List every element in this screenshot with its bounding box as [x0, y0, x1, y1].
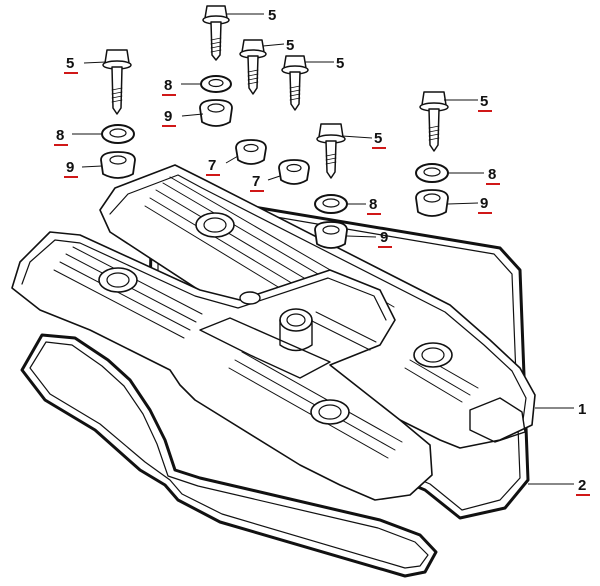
callout-5: 5 [268, 7, 276, 24]
callout-label: 1 [578, 401, 586, 418]
callout-label: 5 [268, 7, 276, 24]
callout-9: 9 [162, 108, 176, 127]
callout-label: 8 [369, 196, 377, 213]
bolt-3 [281, 55, 309, 111]
callout-label: 2 [578, 477, 586, 494]
callout-8: 8 [162, 77, 176, 96]
washer-4 [314, 194, 348, 214]
callouts: 5 5 5 5 5 5 5 8 9 8 [54, 7, 590, 496]
callout-9: 9 [378, 229, 392, 248]
callout-2: 2 [576, 477, 590, 496]
cap-2 [278, 159, 310, 185]
callout-label: 5 [286, 37, 294, 54]
grommet-4 [314, 221, 348, 249]
callout-9: 9 [64, 159, 78, 178]
callout-8: 8 [54, 127, 68, 146]
washer-3 [415, 163, 449, 183]
grommet-1 [199, 99, 233, 127]
callout-label: 9 [480, 195, 488, 212]
callout-7: 7 [250, 173, 264, 192]
callout-5: 5 [336, 55, 344, 72]
callout-label: 7 [252, 173, 260, 190]
callout-label: 5 [336, 55, 344, 72]
grommet-2 [100, 151, 136, 179]
callout-5: 5 [480, 93, 488, 110]
callout-7: 7 [206, 157, 220, 176]
callout-1: 1 [578, 401, 586, 418]
callout-5: 5 [64, 55, 78, 74]
leader-lines [72, 13, 574, 485]
bolt-2 [239, 39, 267, 95]
callout-label: 8 [164, 77, 172, 94]
callout-label: 8 [56, 127, 64, 144]
callout-label: 9 [66, 159, 74, 176]
callout-label: 9 [380, 229, 388, 246]
callout-label: 5 [480, 93, 488, 110]
callout-label: 7 [208, 157, 216, 174]
callout-label: 9 [164, 108, 172, 125]
callout-label: 5 [374, 130, 382, 147]
callout-8: 8 [486, 166, 500, 185]
callout-8: 8 [367, 196, 381, 215]
callout-5: 5 [372, 130, 386, 149]
bolt-4 [102, 49, 132, 115]
head-cover-front [11, 231, 433, 501]
callout-label: 8 [488, 166, 496, 183]
callout-5: 5 [286, 37, 294, 54]
bolt-1 [202, 5, 230, 61]
washer-1 [200, 75, 232, 93]
callout-9: 9 [478, 195, 492, 214]
bolt-6 [316, 123, 346, 179]
callout-label: 5 [66, 55, 74, 72]
grommet-3 [415, 189, 449, 217]
cap-1 [235, 139, 267, 165]
washer-2 [101, 124, 135, 144]
bolt-5 [419, 91, 449, 152]
head-cover-gasket-front [20, 333, 438, 578]
